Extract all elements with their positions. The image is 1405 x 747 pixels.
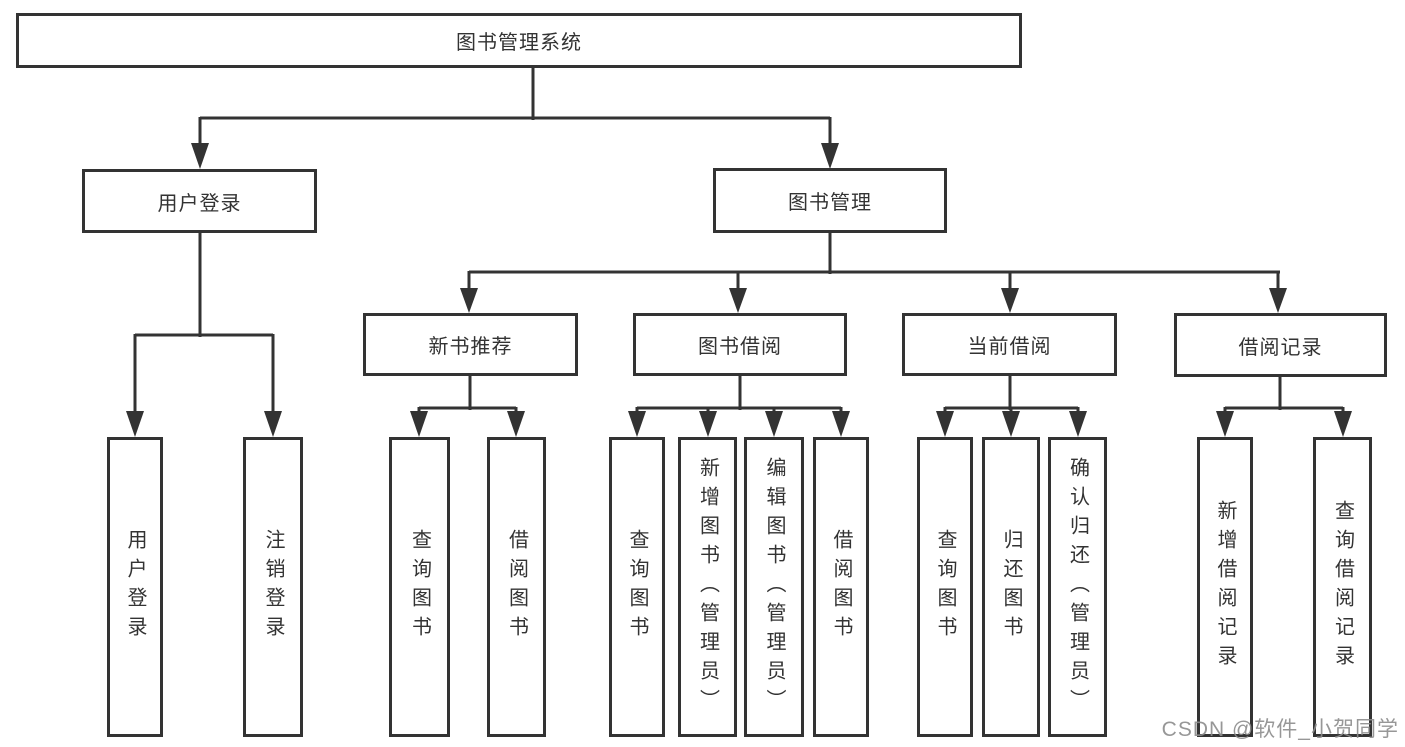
- leaf-query-borrow-record: 查询借阅记录: [1313, 437, 1372, 737]
- leaf-borrow-books-2: 借阅图书: [813, 437, 869, 737]
- leaf-add-borrow-record-label: 新增借阅记录: [1214, 500, 1236, 674]
- leaf-add-borrow-record: 新增借阅记录: [1197, 437, 1253, 737]
- node-book-borrowing: 图书借阅: [633, 313, 847, 376]
- csdn-watermark: CSDN @软件_小贺同学: [1161, 718, 1399, 741]
- node-borrowing-records: 借阅记录: [1174, 313, 1387, 377]
- node-current-borrowing: 当前借阅: [902, 313, 1117, 376]
- leaf-add-books-admin: 新增图书（管理员）: [678, 437, 737, 737]
- leaf-logout-label: 注销登录: [262, 529, 284, 645]
- leaf-borrow-books-1: 借阅图书: [487, 437, 546, 737]
- leaf-user-login-label: 用户登录: [124, 529, 146, 645]
- node-root-library-system: 图书管理系统: [16, 13, 1022, 68]
- leaf-user-login: 用户登录: [107, 437, 163, 737]
- node-new-book-recommend: 新书推荐: [363, 313, 578, 376]
- leaf-query-books-2-label: 查询图书: [626, 529, 648, 645]
- leaf-query-books-3: 查询图书: [917, 437, 973, 737]
- leaf-borrow-books-1-label: 借阅图书: [505, 529, 528, 645]
- leaf-query-books-2: 查询图书: [609, 437, 665, 737]
- leaf-borrow-books-2-label: 借阅图书: [830, 529, 852, 645]
- leaf-return-books: 归还图书: [982, 437, 1040, 737]
- leaf-add-books-admin-label: 新增图书（管理员）: [696, 456, 719, 718]
- node-book-management: 图书管理: [713, 168, 947, 233]
- leaf-edit-books-admin: 编辑图书（管理员）: [744, 437, 804, 737]
- leaf-logout: 注销登录: [243, 437, 303, 737]
- arrowheads: [126, 143, 1352, 437]
- leaf-edit-books-admin-label: 编辑图书（管理员）: [763, 456, 785, 718]
- leaf-query-borrow-record-label: 查询借阅记录: [1331, 500, 1354, 674]
- leaf-confirm-return-admin-label: 确认归还（管理员）: [1066, 456, 1089, 718]
- leaf-query-books-1: 查询图书: [389, 437, 450, 737]
- node-user-login: 用户登录: [82, 169, 317, 233]
- leaf-query-books-3-label: 查询图书: [934, 529, 956, 645]
- leaf-confirm-return-admin: 确认归还（管理员）: [1048, 437, 1107, 737]
- leaf-query-books-1-label: 查询图书: [408, 529, 431, 645]
- leaf-return-books-label: 归还图书: [1000, 529, 1022, 645]
